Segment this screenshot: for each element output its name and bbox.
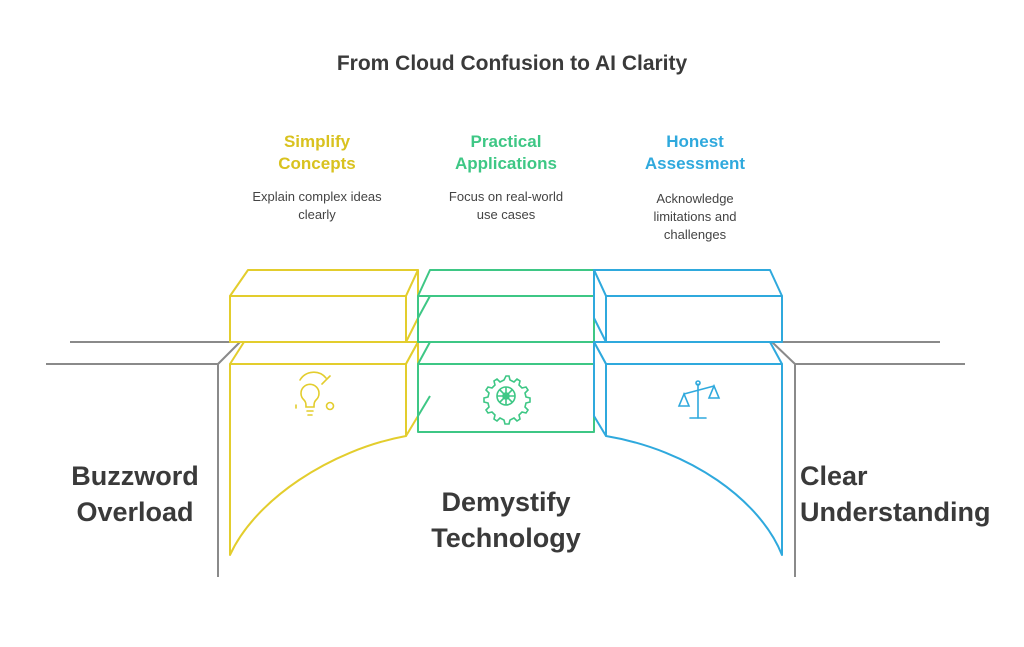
description-line: Explain complex ideas <box>252 189 382 204</box>
heading-line: Honest <box>666 132 724 151</box>
lightbulb-icon <box>295 371 335 416</box>
practical-applications-heading: Practical Applications <box>406 131 606 175</box>
practical-block <box>417 269 595 433</box>
label-line: Demystify <box>441 487 571 517</box>
scales-icon <box>677 380 721 419</box>
label-line: Clear <box>800 461 868 491</box>
description-line: challenges <box>663 227 727 242</box>
description-line: clearly <box>298 207 336 222</box>
simplify-block <box>229 269 419 556</box>
simplify-concepts-heading: Simplify Concepts <box>217 131 417 175</box>
description-line: use cases <box>476 207 536 222</box>
left-cliff <box>46 341 241 577</box>
description-line: Focus on real-world <box>448 189 564 204</box>
honest-block <box>593 269 783 556</box>
heading-line: Concepts <box>278 154 356 173</box>
description-line: limitations and <box>653 209 737 224</box>
heading-line: Assessment <box>644 154 746 173</box>
clear-understanding-label: Clear Understanding <box>800 458 1000 530</box>
label-line: Overload <box>76 497 194 527</box>
heading-line: Practical <box>470 132 542 151</box>
page-title: From Cloud Confusion to AI Clarity <box>336 52 688 75</box>
label-line: Buzzword <box>71 461 199 491</box>
right-cliff <box>771 341 965 577</box>
simplify-concepts-description: Explain complex ideas clearly <box>217 188 417 224</box>
heading-line: Applications <box>454 154 557 173</box>
heading-line: Simplify <box>283 132 351 151</box>
description-line: Acknowledge <box>656 191 734 206</box>
buzzword-overload-label: Buzzword Overload <box>40 458 230 530</box>
label-line: Technology <box>431 523 581 553</box>
honest-assessment-description: Acknowledge limitations and challenges <box>595 190 795 244</box>
honest-assessment-heading: Honest Assessment <box>595 131 795 175</box>
gear-icon <box>483 375 531 425</box>
demystify-technology-label: Demystify Technology <box>406 484 606 556</box>
practical-applications-description: Focus on real-world use cases <box>406 188 606 224</box>
label-line: Understanding <box>800 497 991 527</box>
